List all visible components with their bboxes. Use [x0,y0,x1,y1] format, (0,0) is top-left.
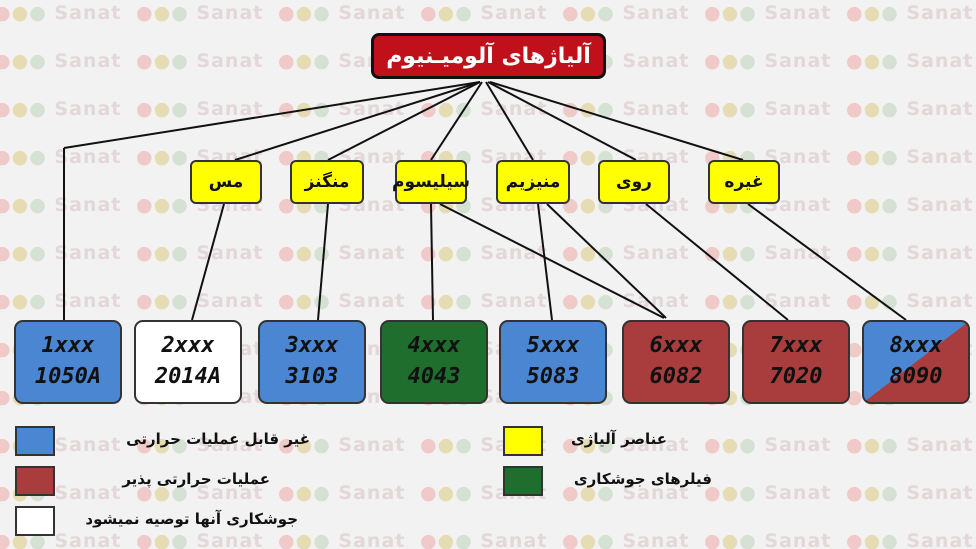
legend-label-alloy-elements: عناصر آلیاژی [571,430,667,448]
series-5xxx-box: 5xxx 5083 [499,320,607,404]
series-name: 1xxx [41,333,95,358]
legend-swatch-alloy-elements [503,426,543,456]
line-root-to-cu [234,81,481,161]
element-manganese: منگنز [290,160,364,204]
element-magnesium: منیزیم [496,160,570,204]
line-root-to-mg [485,81,534,161]
series-example: 3103 [285,364,339,389]
line-cu-to-2xxx [191,203,225,321]
legend-swatch-not-weldable [15,506,55,536]
line-root-to-other [489,81,744,161]
legend-label-non-heat-treatable: غیر قابل عملیات حرارتی [126,430,310,448]
legend-swatch-welding-fillers [503,466,543,496]
series-name: 7xxx [769,333,823,358]
legend-label-heat-treatable: عملیات حرارتی پذیر [122,470,270,488]
series-4xxx-box: 4xxx 4043 [380,320,488,404]
series-example: 1050A [34,364,102,389]
series-name: 2xxx [161,333,215,358]
line-zn-to-7xxx [645,203,789,321]
series-name: 4xxx [407,333,461,358]
element-other: غیره [708,160,780,204]
series-example: 8090 [889,364,943,389]
series-1xxx-box: 1xxx 1050A [14,320,122,404]
line-mg-to-5xxx [537,203,553,321]
series-name: 3xxx [285,333,339,358]
series-example: 2014A [154,364,222,389]
line-root-to-si [430,81,483,161]
series-name: 6xxx [649,333,703,358]
series-7xxx-box: 7xxx 7020 [742,320,850,404]
line-si-to-6xxx [439,203,665,319]
line-mn-to-3xxx [317,203,329,321]
legend-swatch-heat-treatable [15,466,55,496]
line-root-to-1xxx [63,81,481,149]
series-3xxx-box: 3xxx 3103 [258,320,366,404]
element-zinc: روی [598,160,670,204]
line-root-to-zn [487,81,637,161]
series-name: 8xxx [889,333,943,358]
element-copper: مس [190,160,262,204]
line-other-to-8xxx [747,203,907,321]
legend-label-welding-fillers: فیلرهای جوشکاری [573,470,712,488]
legend-swatch-non-heat-treatable [15,426,55,456]
element-silicon: سیلیسوم [392,160,470,204]
diagram-title: آلیاژهای آلومیـنیوم [371,33,606,79]
line-root-to-mn [327,81,481,161]
series-example: 4043 [407,364,461,389]
line-mg-to-6xxx [546,203,667,319]
line-si-to-4xxx [430,203,434,321]
legend-label-not-weldable: جوشکاری آنها توصیه نمیشود [85,510,298,528]
series-example: 6082 [649,364,703,389]
series-example: 5083 [526,364,580,389]
series-name: 5xxx [526,333,580,358]
series-6xxx-box: 6xxx 6082 [622,320,730,404]
series-example: 7020 [769,364,823,389]
series-8xxx-box: 8xxx 8090 [862,320,970,404]
series-2xxx-box: 2xxx 2014A [134,320,242,404]
